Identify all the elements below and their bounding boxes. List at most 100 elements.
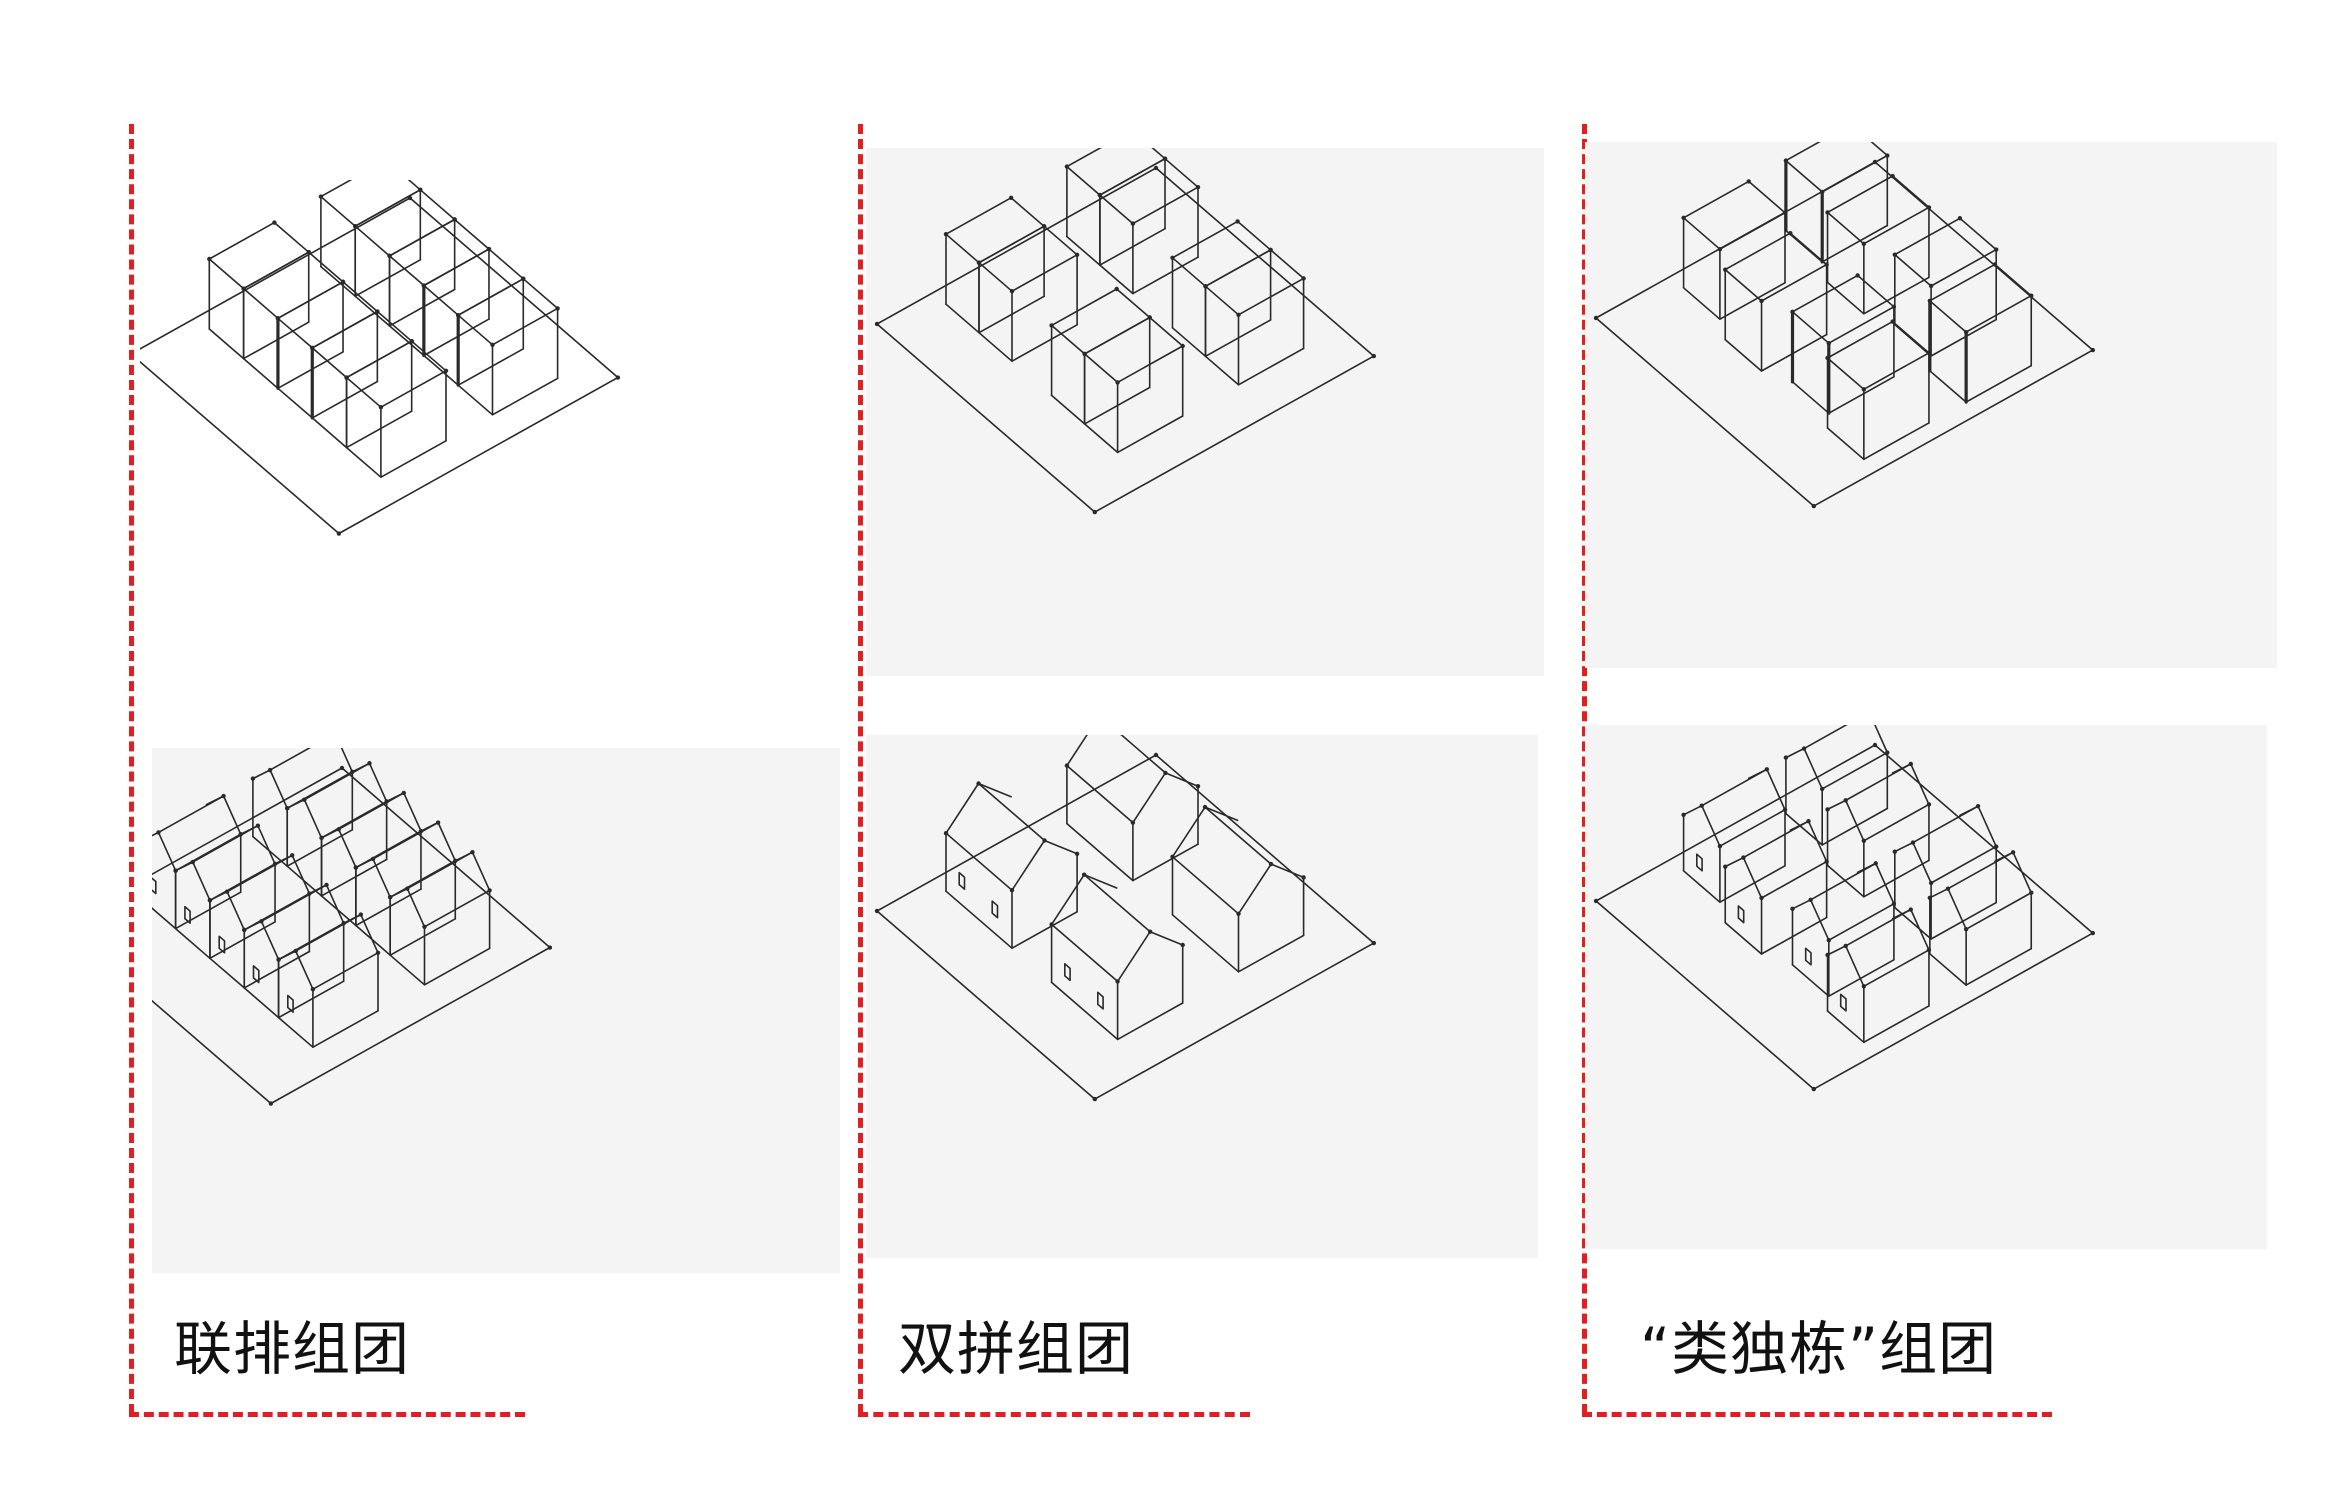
roof-ridge xyxy=(294,913,362,952)
building-base xyxy=(1066,822,1199,882)
vertex-node xyxy=(435,820,441,825)
gable-end xyxy=(1891,763,1930,806)
vertex-node xyxy=(224,889,230,894)
vertex-node xyxy=(1074,851,1080,856)
vertex-node xyxy=(2010,850,2016,855)
vertex-node xyxy=(285,806,290,811)
vertex-node xyxy=(2090,930,2095,936)
vertex-node xyxy=(1885,750,1890,755)
window xyxy=(184,905,191,924)
vertex-node xyxy=(1115,979,1120,984)
window xyxy=(1737,905,1745,924)
vertex-node xyxy=(318,194,324,199)
vertex-node xyxy=(1723,267,1728,272)
vertex-node xyxy=(1963,926,1969,932)
vertex-node xyxy=(241,286,246,291)
vertex-node xyxy=(1824,262,1829,267)
roof-eave xyxy=(1821,751,1889,790)
building-base xyxy=(457,377,559,416)
vertex-node xyxy=(1910,840,1916,845)
vertex-node xyxy=(1926,350,1932,356)
vertex-node xyxy=(1825,807,1830,812)
vertex-node xyxy=(1790,309,1795,315)
gable-end xyxy=(1785,747,1823,790)
building-base xyxy=(1050,981,1184,1041)
vertex-node xyxy=(422,924,427,929)
roof-ridge xyxy=(406,851,474,890)
vertex-node xyxy=(1759,895,1764,901)
vertex-node xyxy=(1890,319,1895,324)
vertex-node xyxy=(156,830,161,835)
roof-ridge xyxy=(226,854,293,893)
roof-ridge xyxy=(1947,851,2014,890)
gable-end xyxy=(1171,806,1239,858)
vertex-node xyxy=(2090,347,2095,353)
gable-end xyxy=(252,769,288,810)
roof-ridge xyxy=(372,821,439,860)
gable-end xyxy=(1994,851,2033,894)
building-base xyxy=(311,410,413,449)
gable-end xyxy=(340,748,354,773)
building-base xyxy=(1171,319,1272,358)
vertex-node xyxy=(1872,742,1878,748)
vertex-node xyxy=(1826,341,1831,346)
vertex-node xyxy=(1855,273,1860,278)
vertex-node xyxy=(272,220,277,225)
window xyxy=(1097,991,1104,1010)
vertex-node xyxy=(1371,940,1376,946)
roof-ridge xyxy=(260,884,328,923)
building-base xyxy=(388,318,490,357)
vertex-node xyxy=(344,375,349,380)
building-roof xyxy=(1785,142,1889,193)
vertex-node xyxy=(976,260,982,265)
roof-ridge xyxy=(1912,805,1979,844)
vertex-node xyxy=(1202,804,1208,810)
vertex-node xyxy=(1147,929,1153,934)
gable-end xyxy=(1116,930,1184,983)
vertex-node xyxy=(353,224,358,229)
vertex-node xyxy=(1808,897,1813,902)
vertex-node xyxy=(324,882,329,888)
vertex-node xyxy=(1782,210,1788,215)
roof-eave xyxy=(1066,764,1134,824)
building-base xyxy=(1893,901,1998,940)
window xyxy=(252,965,260,984)
vertex-node xyxy=(1963,329,1969,335)
building-base xyxy=(423,348,525,386)
vertex-node xyxy=(1195,185,1201,190)
gable-end xyxy=(308,884,345,924)
vertex-node xyxy=(367,761,372,766)
label-row-cluster: 联排组团 xyxy=(174,1315,411,1383)
vertex-node xyxy=(1843,943,1848,949)
roof-eave xyxy=(1828,903,1895,941)
vertex-node xyxy=(874,321,880,327)
vertex-node xyxy=(1759,298,1764,304)
roof-eave xyxy=(1863,803,1930,842)
panel-semi-massing xyxy=(866,148,1544,676)
vertex-node xyxy=(1992,262,1998,267)
gable-end xyxy=(239,824,276,865)
building-base xyxy=(945,295,1045,334)
vertex-node xyxy=(336,531,342,536)
building-base xyxy=(1050,386,1151,425)
ground-plane xyxy=(1595,744,2094,1090)
vertex-node xyxy=(1049,323,1054,328)
building-base xyxy=(1928,947,2033,986)
vertex-node xyxy=(1957,216,1963,221)
vertex-node xyxy=(1268,861,1274,867)
roof-ridge xyxy=(191,824,259,863)
vertex-node xyxy=(275,316,281,321)
vertex-node xyxy=(1723,864,1728,869)
ground-plane xyxy=(876,167,1375,513)
vertex-node xyxy=(1783,755,1789,760)
vertex-node xyxy=(310,987,316,992)
gable-end xyxy=(152,831,177,872)
vertex-node xyxy=(1235,219,1240,224)
vertex-node xyxy=(1092,509,1097,515)
vertex-node xyxy=(1301,875,1306,880)
vertex-node xyxy=(1593,898,1599,904)
vertex-node xyxy=(486,246,492,252)
vertex-node xyxy=(1009,289,1015,294)
gable-end xyxy=(277,950,314,990)
vertex-node xyxy=(976,781,981,786)
